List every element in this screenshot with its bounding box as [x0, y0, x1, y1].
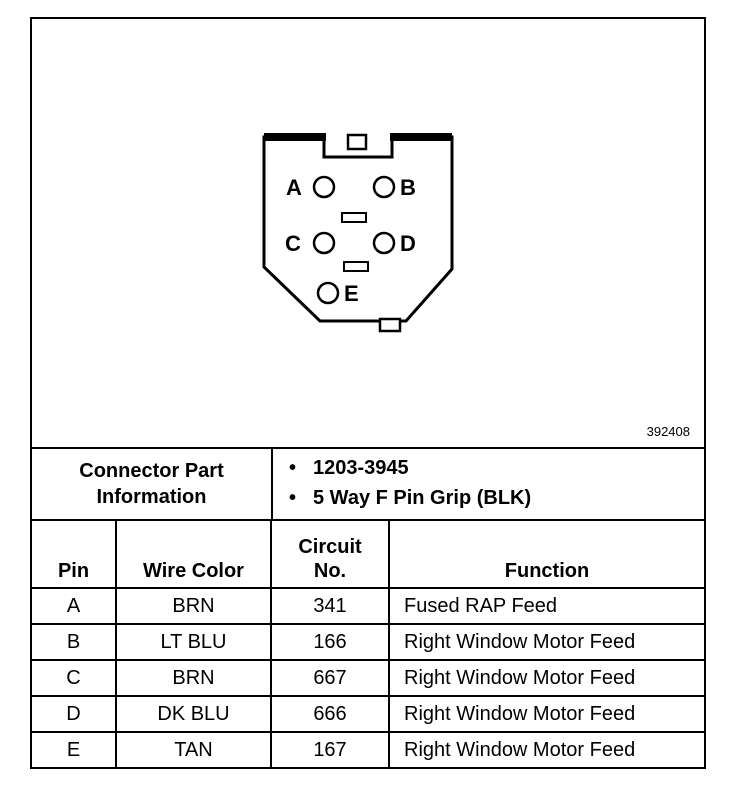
row-circuit: 666 [271, 696, 390, 733]
row-pin: D [32, 696, 117, 733]
connector-top-lip-right [390, 133, 452, 141]
header-function: Function [389, 519, 704, 589]
row-wire-color: BRN [116, 588, 272, 625]
row-wire-color: LT BLU [116, 624, 272, 661]
table-row: D DK BLU 666 Right Window Motor Feed [32, 696, 704, 733]
connector-sheet: A B C D E 392408 Connector Part Informat… [30, 17, 706, 769]
pin-label-d: D [400, 231, 416, 256]
header-circuit-no: Circuit No. [271, 519, 390, 589]
pin-table: Pin Wire Color Circuit No. Function A BR… [32, 519, 704, 767]
pin-table-header: Pin Wire Color Circuit No. Function [32, 519, 704, 589]
connector-info-label-line2: Information [96, 486, 207, 508]
table-row: B LT BLU 166 Right Window Motor Feed [32, 624, 704, 661]
pin-label-c: C [285, 231, 301, 256]
row-pin: E [32, 732, 117, 767]
table-row: E TAN 167 Right Window Motor Feed [32, 732, 704, 767]
pin-cavity-c [312, 231, 336, 255]
connector-latch-top [346, 133, 368, 151]
pin-cavity-e [316, 281, 340, 305]
row-pin: A [32, 588, 117, 625]
row-function: Right Window Motor Feed [389, 660, 704, 697]
row-circuit: 167 [271, 732, 390, 767]
table-row: A BRN 341 Fused RAP Feed [32, 588, 704, 625]
row-function: Right Window Motor Feed [389, 696, 704, 733]
figure-number: 392408 [646, 424, 690, 439]
pin-label-a: A [286, 175, 302, 200]
connector-info-list: 1203-3945 5 Way F Pin Grip (BLK) [273, 449, 704, 519]
row-wire-color: DK BLU [116, 696, 272, 733]
header-circuit-line1: Circuit [298, 536, 362, 558]
header-circuit-line2: No. [313, 560, 347, 582]
pin-cavity-d [372, 231, 396, 255]
pin-label-b: B [400, 175, 416, 200]
header-wire-color: Wire Color [116, 519, 272, 589]
connector-part-information: Connector Part Information 1203-3945 5 W… [32, 449, 704, 521]
connector-info-label: Connector Part Information [32, 449, 273, 519]
pin-cavity-a [312, 175, 336, 199]
connector-diagram: A B C D E 392408 [32, 19, 704, 449]
row-function: Right Window Motor Feed [404, 738, 636, 761]
connector-divider-lower [343, 261, 369, 272]
connector-description: 5 Way F Pin Grip (BLK) [313, 483, 704, 513]
row-circuit: 667 [271, 660, 390, 697]
connector-face-drawing: A B C D E [262, 133, 454, 333]
row-function: Right Window Motor Feed [389, 624, 704, 661]
row-wire-color: BRN [116, 660, 272, 697]
connector-top-lip-left [264, 133, 326, 141]
table-row: C BRN 667 Right Window Motor Feed [32, 660, 704, 697]
row-pin: B [32, 624, 117, 661]
connector-key-bottom [378, 317, 402, 333]
connector-part-number: 1203-3945 [313, 453, 704, 483]
pin-cavity-b [372, 175, 396, 199]
row-pin: C [32, 660, 117, 697]
connector-info-label-line1: Connector Part [79, 460, 224, 482]
connector-divider-upper [341, 212, 367, 223]
header-pin: Pin [32, 519, 117, 589]
pin-label-e: E [344, 281, 359, 306]
row-wire-color: TAN [116, 732, 272, 767]
row-function: Fused RAP Feed [389, 588, 704, 625]
row-circuit: 341 [271, 588, 390, 625]
row-circuit: 166 [271, 624, 390, 661]
